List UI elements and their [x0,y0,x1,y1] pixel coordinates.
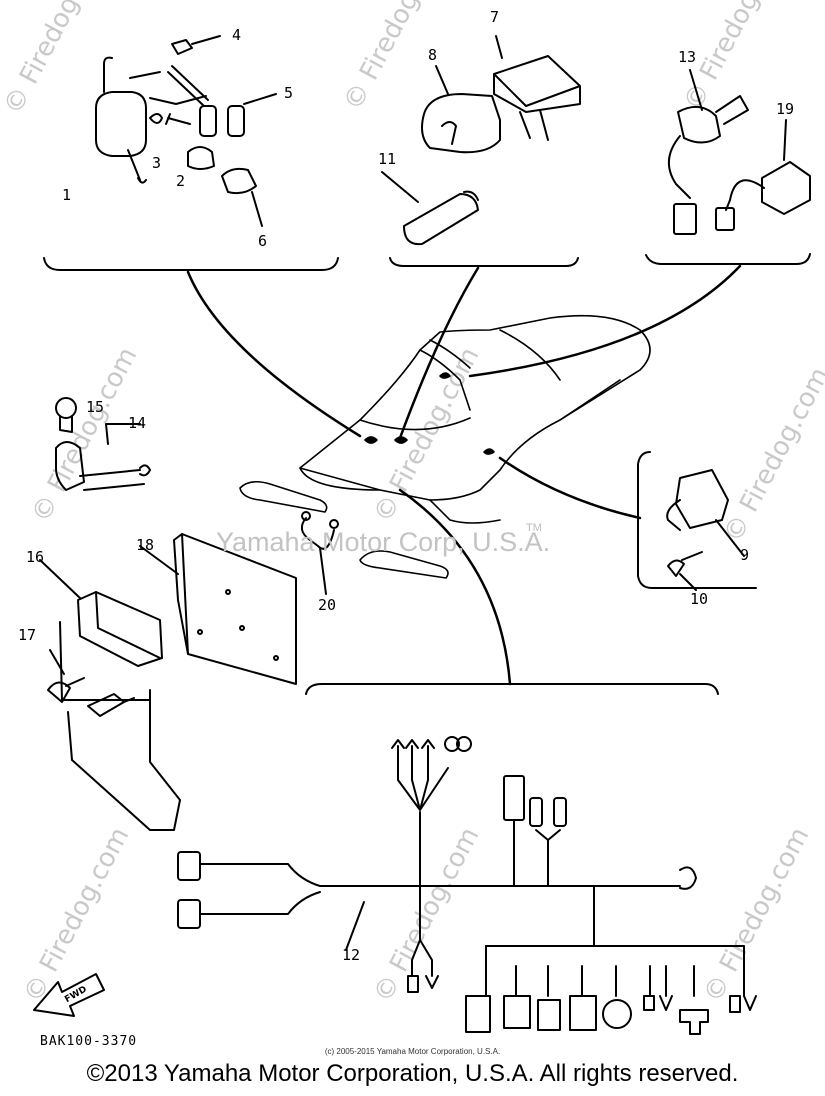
regulator-bolt-part [667,551,703,591]
callout-12: 12 [342,946,361,964]
bracket-regulator-group [637,451,757,589]
connector-part [171,35,221,55]
bracket-harness-group [305,683,719,695]
leader-regulator [498,456,642,520]
ground-wire-part [300,511,339,595]
callout-15: 15 [86,398,105,416]
callout-13: 13 [678,48,697,66]
plug-cap-part [167,65,277,137]
bracket-plate-part [139,533,297,685]
callout-1: 1 [62,186,72,204]
small-copyright: (c) 2005-2015 Yamaha Motor Corporation, … [324,1047,501,1056]
stop-switch-part [715,119,811,231]
callout-11: 11 [378,150,397,168]
fwd-label: FWD [63,985,88,1005]
cdi-cover-part [421,65,501,154]
callout-19: 19 [776,100,795,118]
callout-20: 20 [318,596,337,614]
bracket-switch-group [645,253,811,265]
fwd-arrow-icon [33,973,105,1017]
condenser-part [381,171,479,246]
callout-17: 17 [18,626,37,644]
leader-ignition [186,270,362,438]
leader-cdi [398,266,480,440]
wire-harness-part [177,736,757,1035]
bulb-part [55,397,77,433]
callout-3: 3 [152,154,162,172]
leader-switch [468,264,742,378]
callout-7: 7 [490,8,500,26]
copyright-footer: ©2013 Yamaha Motor Corporation, U.S.A. A… [86,1060,739,1087]
bracket-cdi-group [389,257,579,267]
callout-4: 4 [232,26,242,44]
leader-harness [398,488,512,686]
main-switch-part [668,69,749,235]
washer-part [149,113,163,124]
callout-16: 16 [26,548,45,566]
trademark-mark: TM [526,522,542,534]
voltage-regulator-part [666,469,745,557]
snowmobile-outline [239,314,651,579]
callout-8: 8 [428,46,438,64]
callout-2: 2 [176,172,186,190]
center-watermark: Yamaha Motor Corp, U.S.A. [216,527,551,557]
cdi-unit-part [493,35,581,141]
callout-5: 5 [284,84,294,102]
callout-18: 18 [136,536,155,554]
callout-9: 9 [740,546,750,564]
part-code: BAK100-3370 [40,1034,138,1049]
grommet-part [221,167,263,227]
relay-bolt-part [47,649,85,703]
callout-10: 10 [690,590,709,608]
callout-6: 6 [258,232,268,250]
bulb-socket-part [55,423,151,491]
callout-14: 14 [128,414,147,432]
fuse-part [87,693,135,717]
bolt-part [165,113,215,170]
bracket-ignition-group [43,257,339,271]
